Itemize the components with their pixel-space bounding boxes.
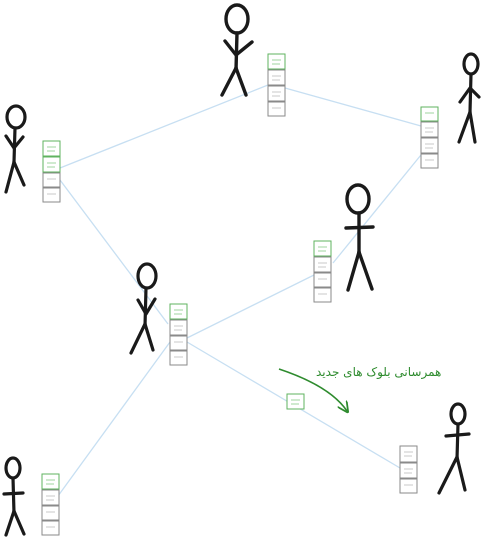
link [186,274,315,339]
link [284,87,422,127]
block-stack-icon [399,445,418,494]
curved-arrow-icon [278,368,347,411]
stick-figure-icon [220,3,254,97]
stick-figure-icon [344,183,375,292]
stick-figure-icon [457,52,481,144]
stick-figure-icon [129,262,158,355]
block-propagation-label: همرسانی بلوک های جدید [316,365,442,379]
block-stack-icon [420,106,439,169]
transit-block-icon [286,393,305,410]
link [59,84,269,169]
block-stack-icon [42,140,61,203]
block-stack-icon [267,53,286,117]
stick-figure-icon [437,402,471,495]
block-stack-icon [169,303,188,366]
link [57,341,171,497]
block-stack-icon [313,240,332,303]
link [59,179,169,325]
network-links [57,84,426,497]
block-stack-icon [41,473,60,536]
stick-figure-icon [4,104,27,194]
link [332,149,426,264]
stick-figure-icon [2,456,26,537]
